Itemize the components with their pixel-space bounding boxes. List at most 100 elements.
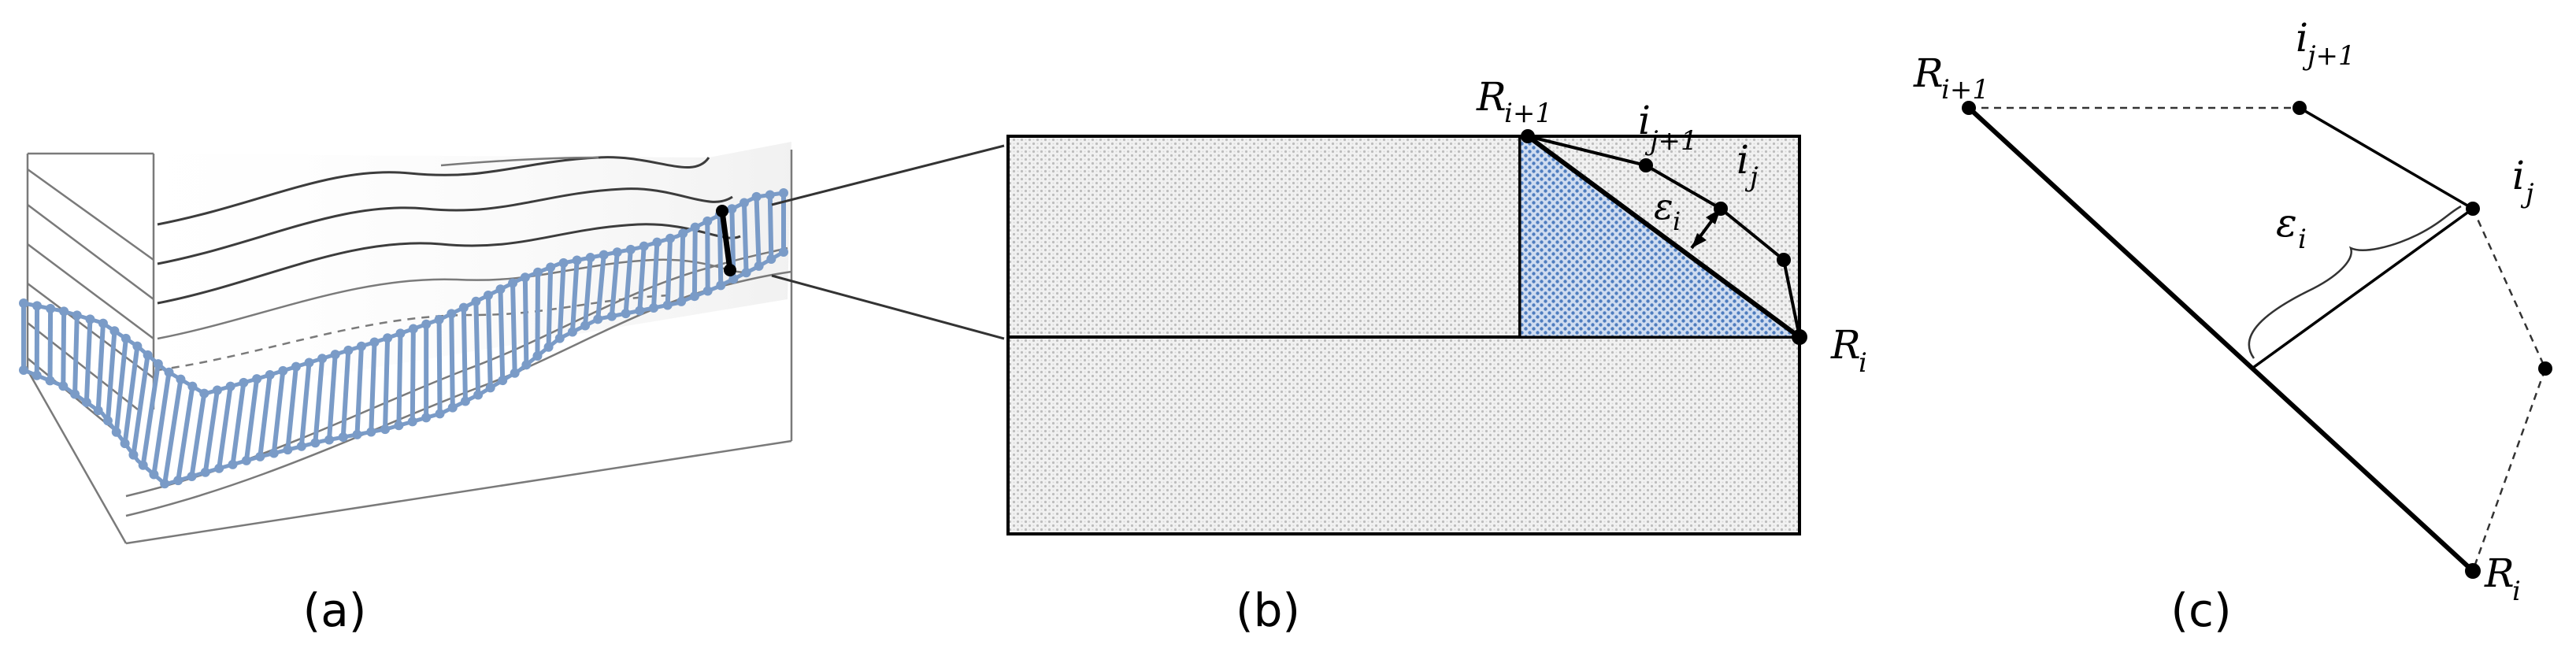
point-c-r-lower <box>2465 563 2481 579</box>
strip-node <box>70 389 80 399</box>
strip-node <box>532 267 543 277</box>
strip-strut <box>230 382 246 465</box>
strip-strut <box>595 254 606 320</box>
strip-node <box>473 390 484 400</box>
label-b-ij1: i <box>1638 98 1651 143</box>
caption-b: (b) <box>1236 584 1300 637</box>
strip-node <box>779 247 788 257</box>
strip-strut <box>396 333 403 426</box>
label-c-r-lower-sub: i <box>2512 576 2521 607</box>
strip-strut <box>436 319 443 414</box>
strip-node <box>239 377 249 387</box>
strip-node <box>317 354 328 364</box>
strip-strut <box>569 260 580 332</box>
label-b-r-upper-sub: i+1 <box>1504 98 1552 129</box>
strip-strut <box>83 319 93 403</box>
blue-strip <box>19 188 788 489</box>
strip-node <box>59 306 69 317</box>
strip-strut <box>535 272 540 357</box>
label-b-ij: i <box>1736 137 1749 183</box>
strip-node <box>543 342 554 352</box>
strip-node <box>727 204 737 214</box>
strip-node <box>485 383 495 393</box>
strip-node <box>149 469 159 480</box>
strip-node <box>310 438 321 448</box>
strip-node <box>120 439 130 449</box>
label-c-r-upper: R <box>1913 50 1944 96</box>
point-ij1 <box>1639 158 1653 172</box>
strip-strut <box>298 362 312 447</box>
strip-node <box>766 254 777 264</box>
label-b-r-lower-sub: i <box>1859 347 1867 379</box>
label-c-ij1-sub: j+1 <box>2302 40 2355 72</box>
strip-strut <box>637 246 647 311</box>
point-mid <box>1777 253 1791 267</box>
strip-node <box>72 310 82 321</box>
strip-strut <box>510 283 517 373</box>
strip-node <box>652 237 662 247</box>
strip-node <box>716 280 726 291</box>
strip-strut <box>651 242 660 309</box>
panel-b-illustration <box>1006 129 1807 535</box>
label-c-ij: i <box>2512 153 2525 198</box>
strip-node <box>32 370 42 380</box>
strip-strut <box>162 379 183 484</box>
chord-line-c <box>1966 106 2475 573</box>
strip-node <box>98 318 108 328</box>
strip-strut <box>72 315 80 395</box>
label-c-eps: ε <box>2276 200 2297 246</box>
strip-strut <box>485 295 493 388</box>
strip-strut <box>258 374 272 458</box>
chord-line <box>1526 134 1801 339</box>
strip-node <box>19 298 28 308</box>
strip-node <box>265 370 275 380</box>
strip-strut <box>271 370 286 454</box>
strip-node <box>408 324 418 334</box>
strip-node <box>395 328 406 339</box>
strip-node <box>383 333 393 343</box>
strip-node <box>510 368 520 378</box>
strip-node <box>199 388 209 398</box>
strip-strut <box>665 238 673 306</box>
strip-node <box>702 216 713 226</box>
strip-node <box>380 424 391 435</box>
strip-node <box>32 301 43 311</box>
strip-node <box>394 421 404 431</box>
strip-strut <box>285 366 298 450</box>
zoom-line-top <box>771 144 1005 206</box>
strip-strut <box>202 390 220 473</box>
strip-strut <box>717 215 724 286</box>
strip-node <box>434 314 444 324</box>
strip-node <box>407 417 417 427</box>
segment-ij1-ij <box>2299 106 2474 210</box>
strip-strut <box>113 338 128 433</box>
strip-node <box>81 397 91 407</box>
strip-node <box>521 360 532 370</box>
strip-strut <box>623 249 633 314</box>
strip-node <box>366 427 376 437</box>
strip-node <box>173 476 183 486</box>
strip-node <box>176 374 186 384</box>
point-c-mid <box>2538 361 2552 376</box>
strip-node <box>241 455 251 465</box>
strip-node <box>283 445 293 455</box>
strip-node <box>662 300 673 310</box>
strip-strut <box>340 350 351 438</box>
strip-strut <box>327 354 338 440</box>
strip-strut <box>679 233 686 302</box>
strip-node <box>751 191 762 202</box>
panel-c-illustration <box>1962 101 2552 579</box>
strip-node <box>153 359 163 369</box>
strip-node <box>606 311 617 321</box>
strip-node <box>435 409 445 419</box>
strip-node <box>665 233 676 243</box>
strip-node <box>225 381 235 391</box>
strip-strut <box>461 307 468 402</box>
strip-node <box>520 272 530 283</box>
strip-node <box>621 309 631 319</box>
strip-strut <box>522 277 529 365</box>
strip-strut <box>313 358 325 443</box>
strip-node <box>599 250 609 260</box>
strip-node <box>128 450 139 460</box>
